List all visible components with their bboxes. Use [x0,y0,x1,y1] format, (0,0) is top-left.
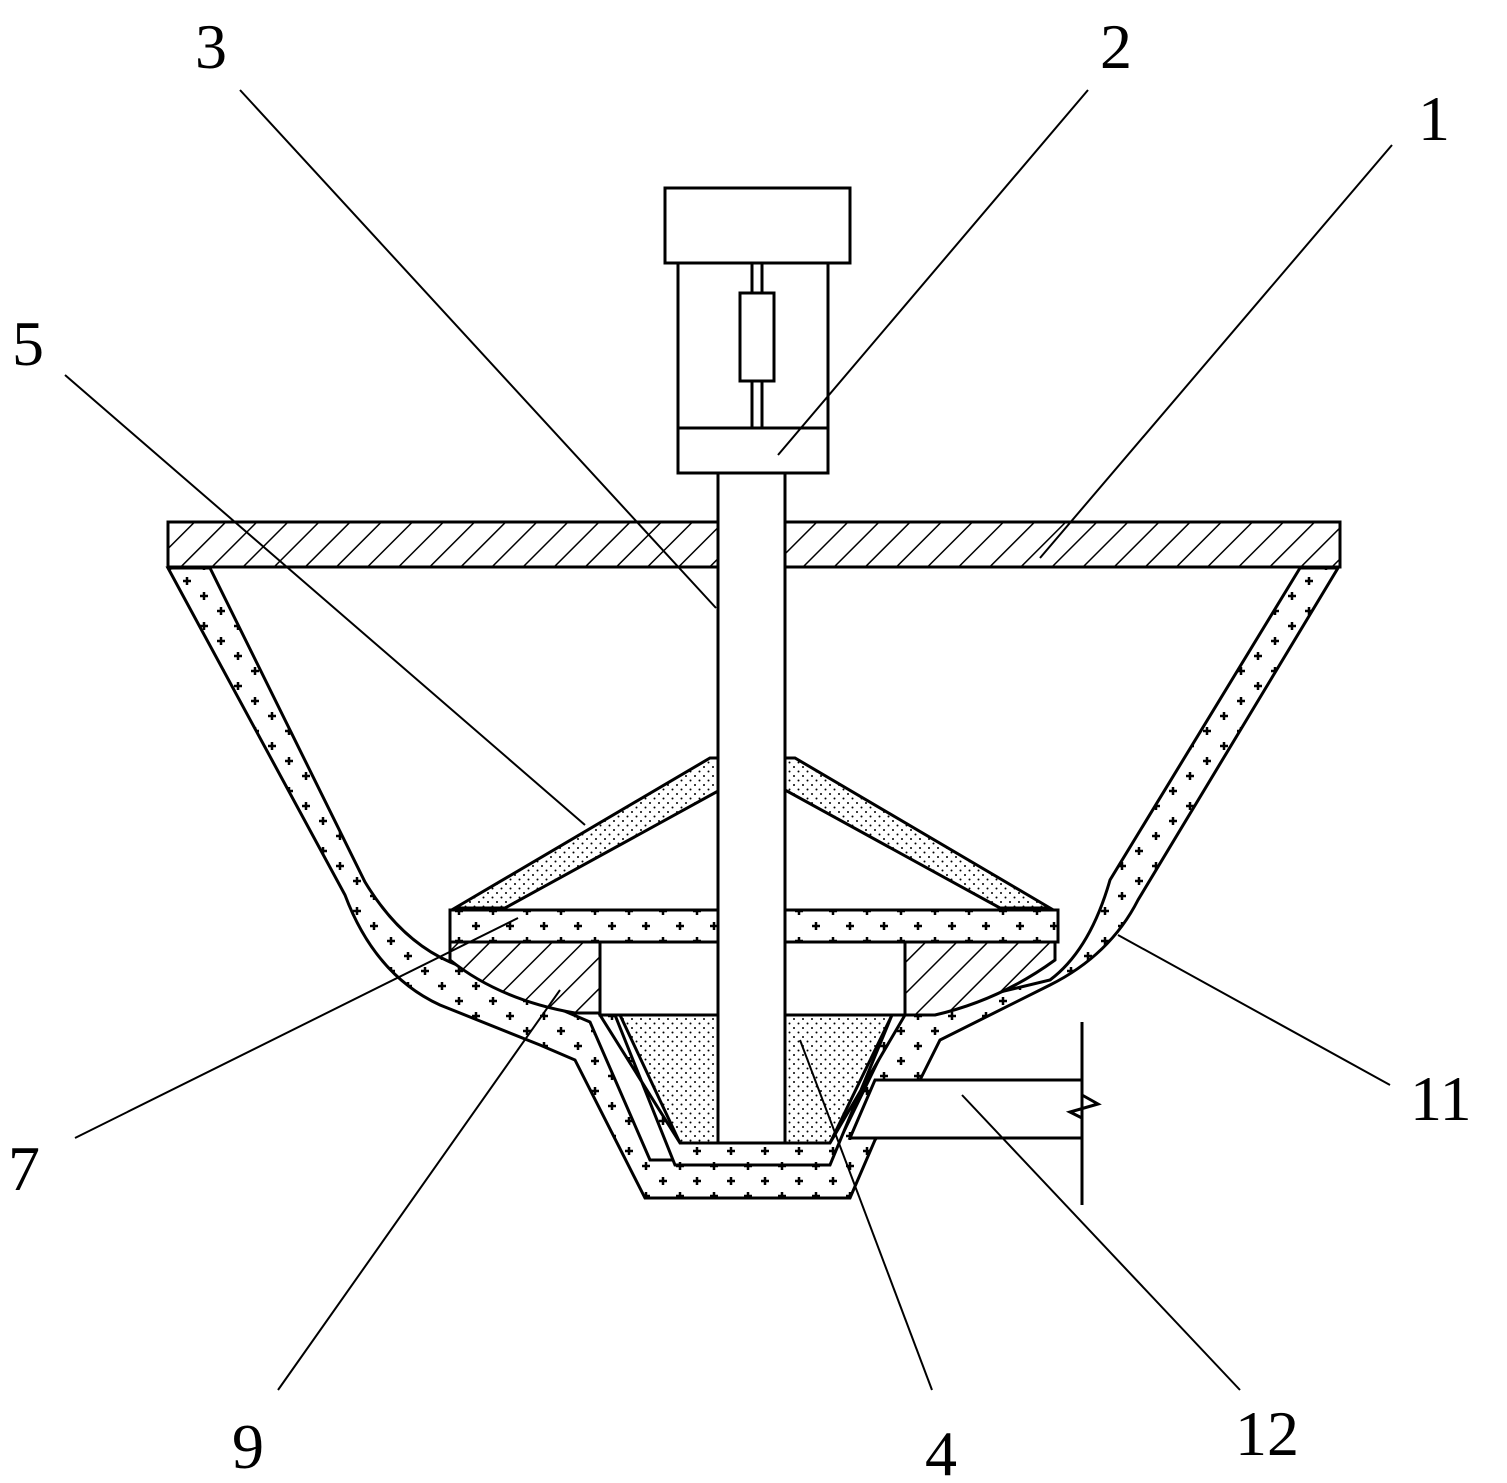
leader-lines [64,89,1393,1391]
right-spreader [783,756,1056,910]
right-hatched-block [903,940,1057,1017]
outer-housing-wall [165,566,1341,1200]
label-9: 9 [232,1411,264,1482]
label-12: 12 [1235,1398,1299,1469]
motor [663,186,852,475]
label-4: 4 [925,1418,957,1483]
drive-shaft [716,471,787,1145]
left-hatched-block [448,940,602,1015]
left-spreader [449,756,722,910]
label-3: 3 [195,11,227,82]
label-7: 7 [8,1133,40,1204]
outlet-pipe [847,1022,1102,1205]
label-2: 2 [1100,11,1132,82]
label-11: 11 [1410,1063,1472,1134]
label-1: 1 [1418,83,1450,154]
label-5: 5 [12,308,44,379]
